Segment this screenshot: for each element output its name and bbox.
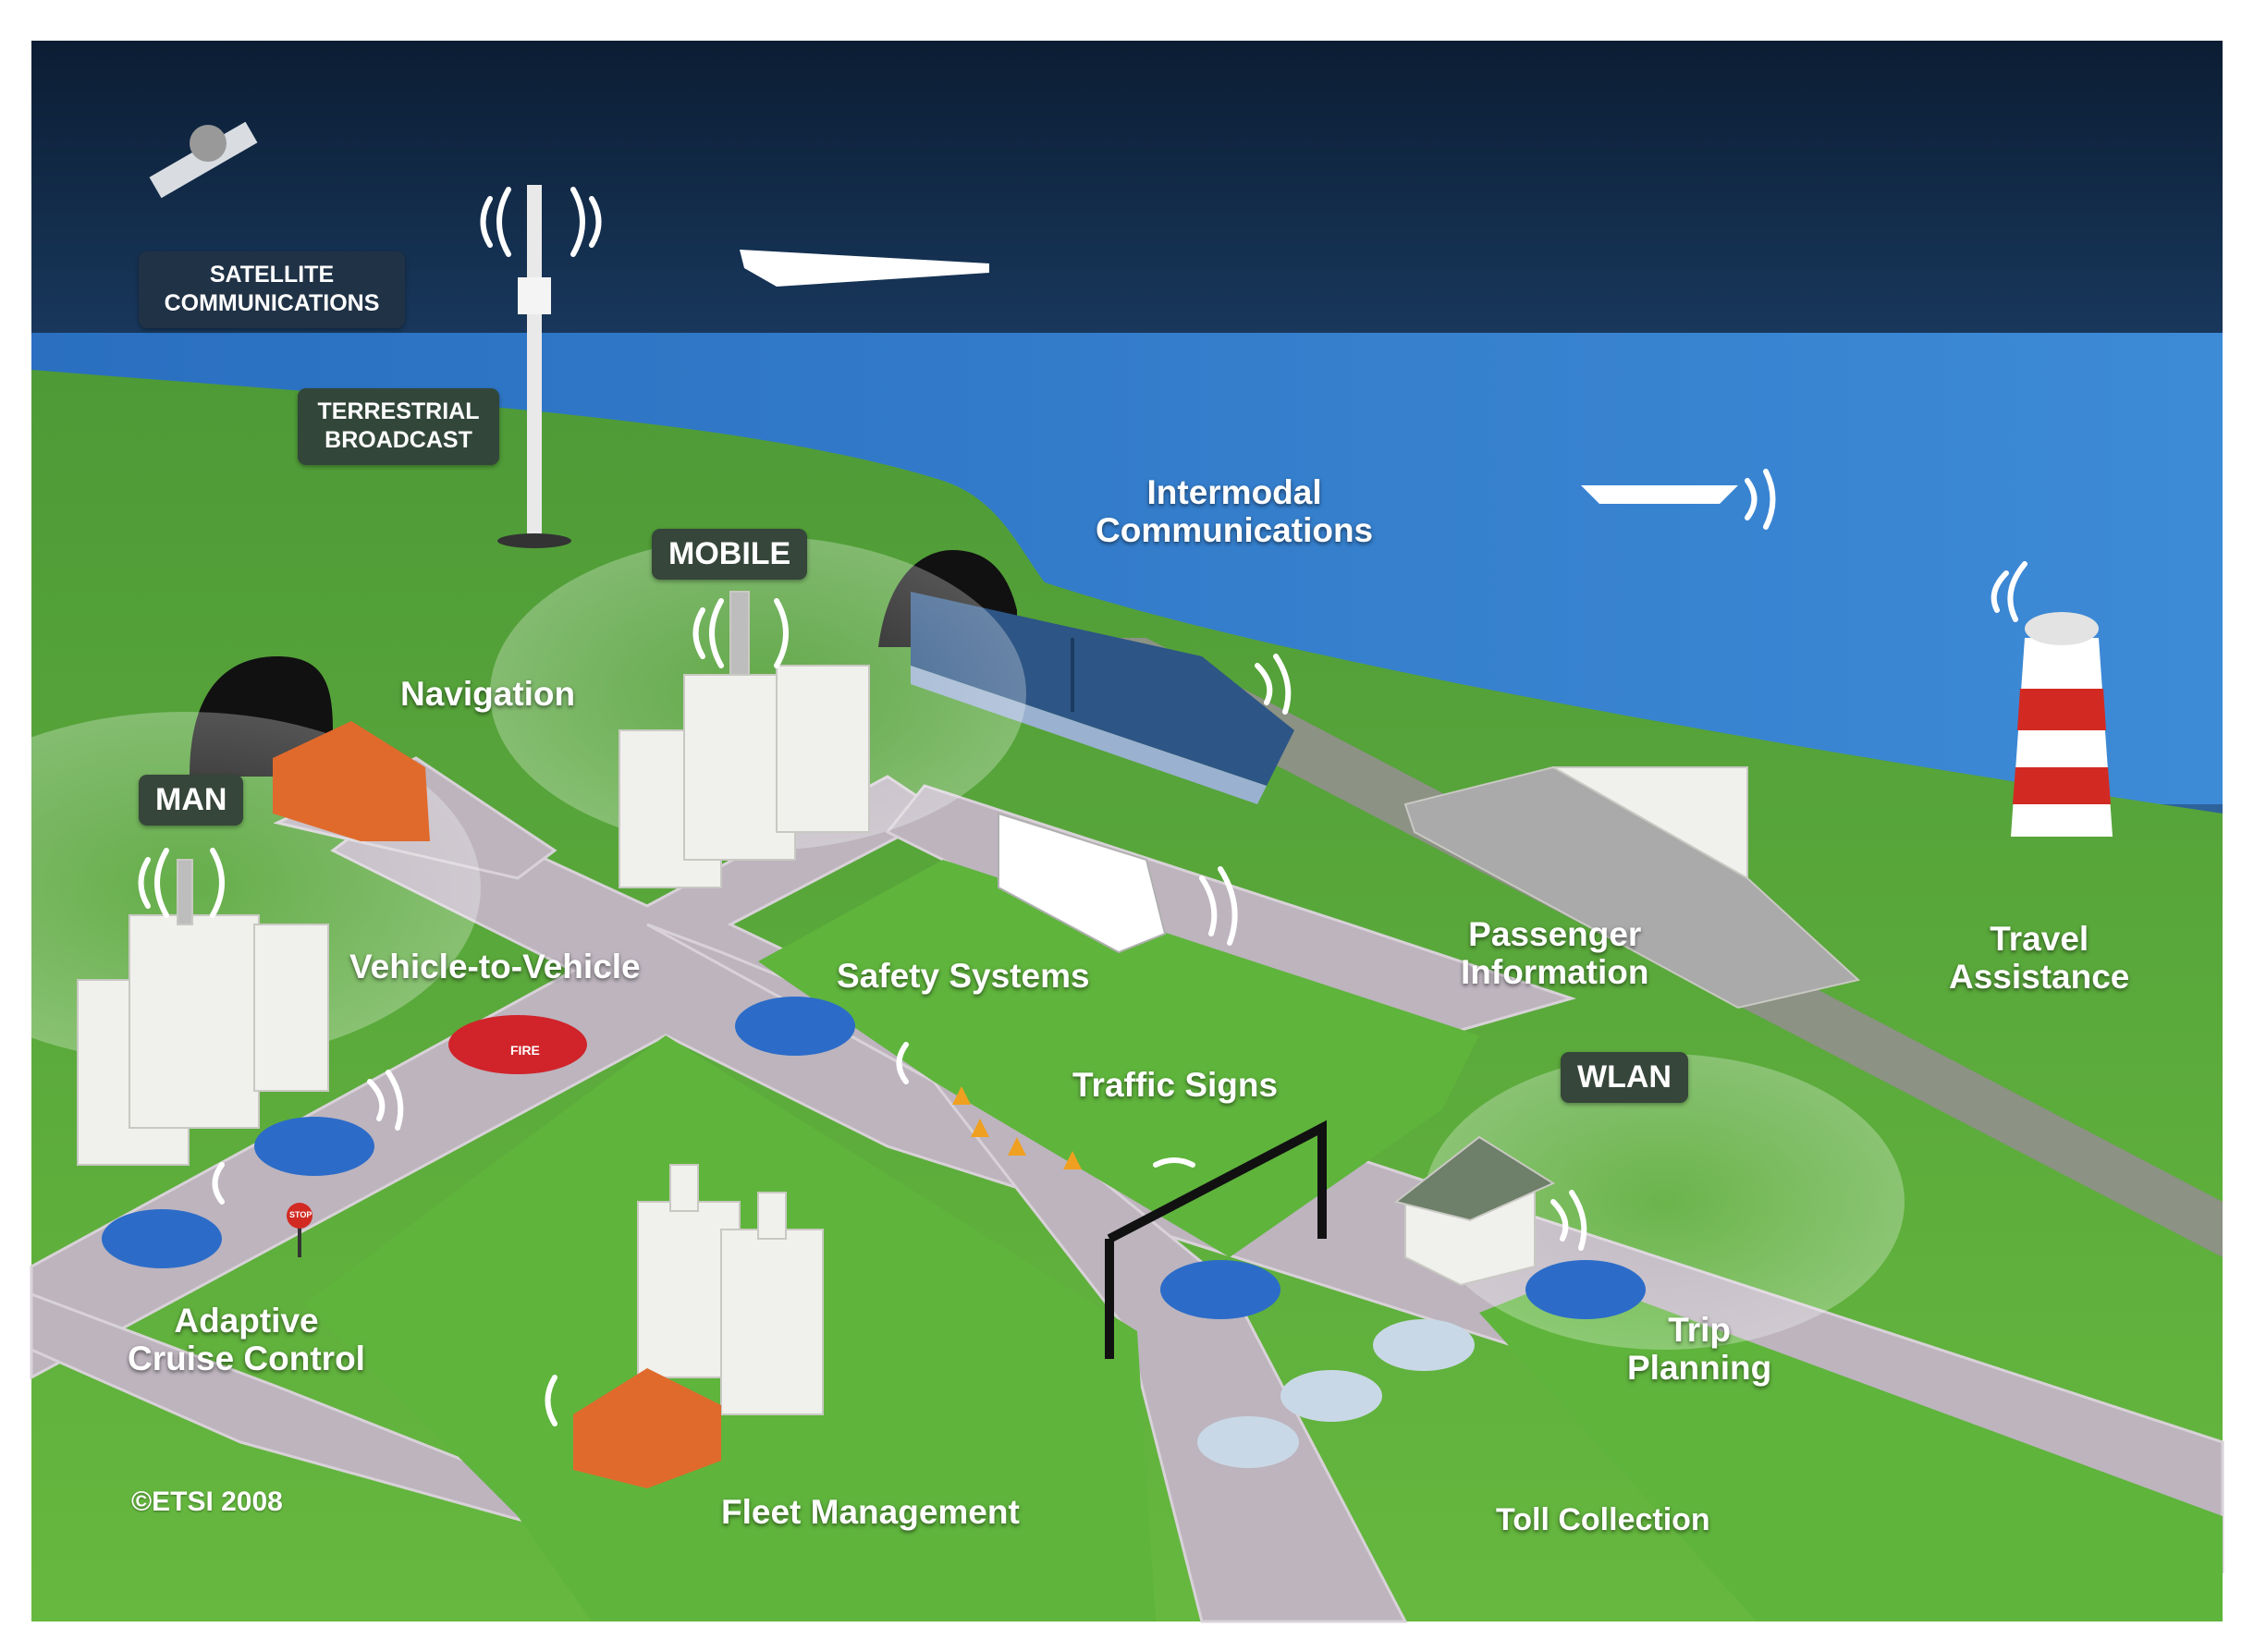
navigation-label: Navigation (400, 675, 576, 713)
toll-collection-label: Toll Collection (1496, 1502, 1710, 1537)
cars (102, 997, 1646, 1319)
truck-bottom (573, 1368, 721, 1488)
stop-sign (287, 1203, 312, 1257)
intermodal-communications-label: Intermodal Communications (1096, 473, 1374, 550)
buildings-factory (637, 1164, 824, 1415)
signal-waves (138, 187, 2027, 1426)
man-badge: MAN (139, 775, 244, 826)
bus (998, 812, 1167, 954)
adaptive-cruise-control-label: Adaptive Cruise Control (128, 1302, 365, 1378)
terminal-building (1403, 765, 1861, 1010)
fire-truck (448, 1015, 587, 1074)
lighthouse (2011, 612, 2113, 837)
truck-top (273, 721, 430, 841)
fire-truck-text: FIRE (510, 1043, 540, 1058)
house-wlan (1393, 1135, 1556, 1287)
vehicle-to-vehicle-label: Vehicle-to-Vehicle (349, 948, 641, 985)
toll-gantry (1105, 1120, 1327, 1359)
passenger-information-label: Passenger Information (1461, 915, 1649, 992)
radio-tower (497, 185, 571, 548)
travel-assistance-label: Travel Assistance (1949, 920, 2130, 997)
safety-systems-label: Safety Systems (837, 957, 1090, 995)
terrestrial-broadcast-badge: TERRESTRIAL BROADCAST (298, 388, 499, 465)
wlan-badge: WLAN (1561, 1052, 1688, 1103)
satellite-communications-badge: SATELLITE COMMUNICATIONS (139, 251, 405, 328)
copyright-text: ©ETSI 2008 (131, 1487, 283, 1517)
traffic-signs-label: Traffic Signs (1072, 1066, 1279, 1104)
stop-sign-text: STOP (289, 1210, 312, 1219)
traffic-cones (952, 1086, 1082, 1169)
buildings-man (77, 859, 329, 1166)
ship (1581, 485, 1738, 504)
mobile-badge: MOBILE (652, 529, 808, 580)
trip-planning-label: Trip Planning (1627, 1311, 1772, 1388)
toll-booths (1197, 1319, 1475, 1468)
airplane (740, 250, 989, 287)
buildings-mobile (619, 591, 870, 888)
satellite (149, 121, 258, 199)
fleet-management-label: Fleet Management (721, 1493, 1020, 1531)
